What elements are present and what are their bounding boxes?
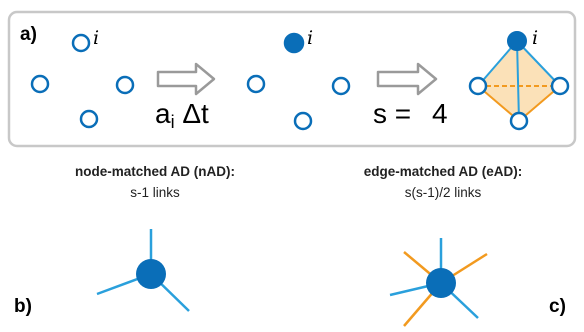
panel-b-subheading: s-1 links (130, 185, 180, 200)
panel-a-label: a) (20, 24, 37, 45)
center-node (136, 259, 166, 289)
panel-b-heading: node-matched AD (nAD): (75, 164, 235, 179)
node-open (331, 76, 351, 96)
star-ead (389, 238, 488, 327)
panel-a-frame (7, 10, 577, 148)
arrow-right-icon (156, 62, 216, 96)
stage-2-nodes (246, 32, 351, 131)
panel-c-subheading: s(s-1)/2 links (405, 185, 482, 200)
node-i-open (71, 33, 91, 53)
node-open (79, 109, 99, 129)
center-node (426, 268, 456, 298)
node-i-label: i (532, 27, 538, 49)
node-i-label: i (93, 27, 99, 49)
size-text: s = (373, 98, 411, 129)
stage-1-nodes (30, 33, 135, 129)
node-open (246, 74, 266, 94)
node-open (30, 74, 50, 94)
node-open (115, 75, 135, 95)
star-nad (96, 229, 190, 312)
panel-c-heading: edge-matched AD (eAD): (364, 164, 523, 179)
arrow-right-icon (376, 62, 438, 96)
node-i-label: i (307, 27, 313, 49)
tetra-edge (516, 40, 561, 87)
node-open (468, 76, 488, 96)
node-i-filled (283, 32, 305, 54)
tetra-edge (516, 40, 520, 122)
node-open (293, 111, 313, 131)
node-i-filled (507, 31, 527, 51)
tetrahedron (468, 31, 570, 131)
rate-label: ai Δt (155, 98, 209, 132)
size-value: 4 (432, 98, 448, 129)
node-open (509, 111, 529, 131)
node-open (550, 76, 570, 96)
panel-b-label: b) (14, 296, 32, 317)
panel-c-label: c) (549, 296, 566, 317)
